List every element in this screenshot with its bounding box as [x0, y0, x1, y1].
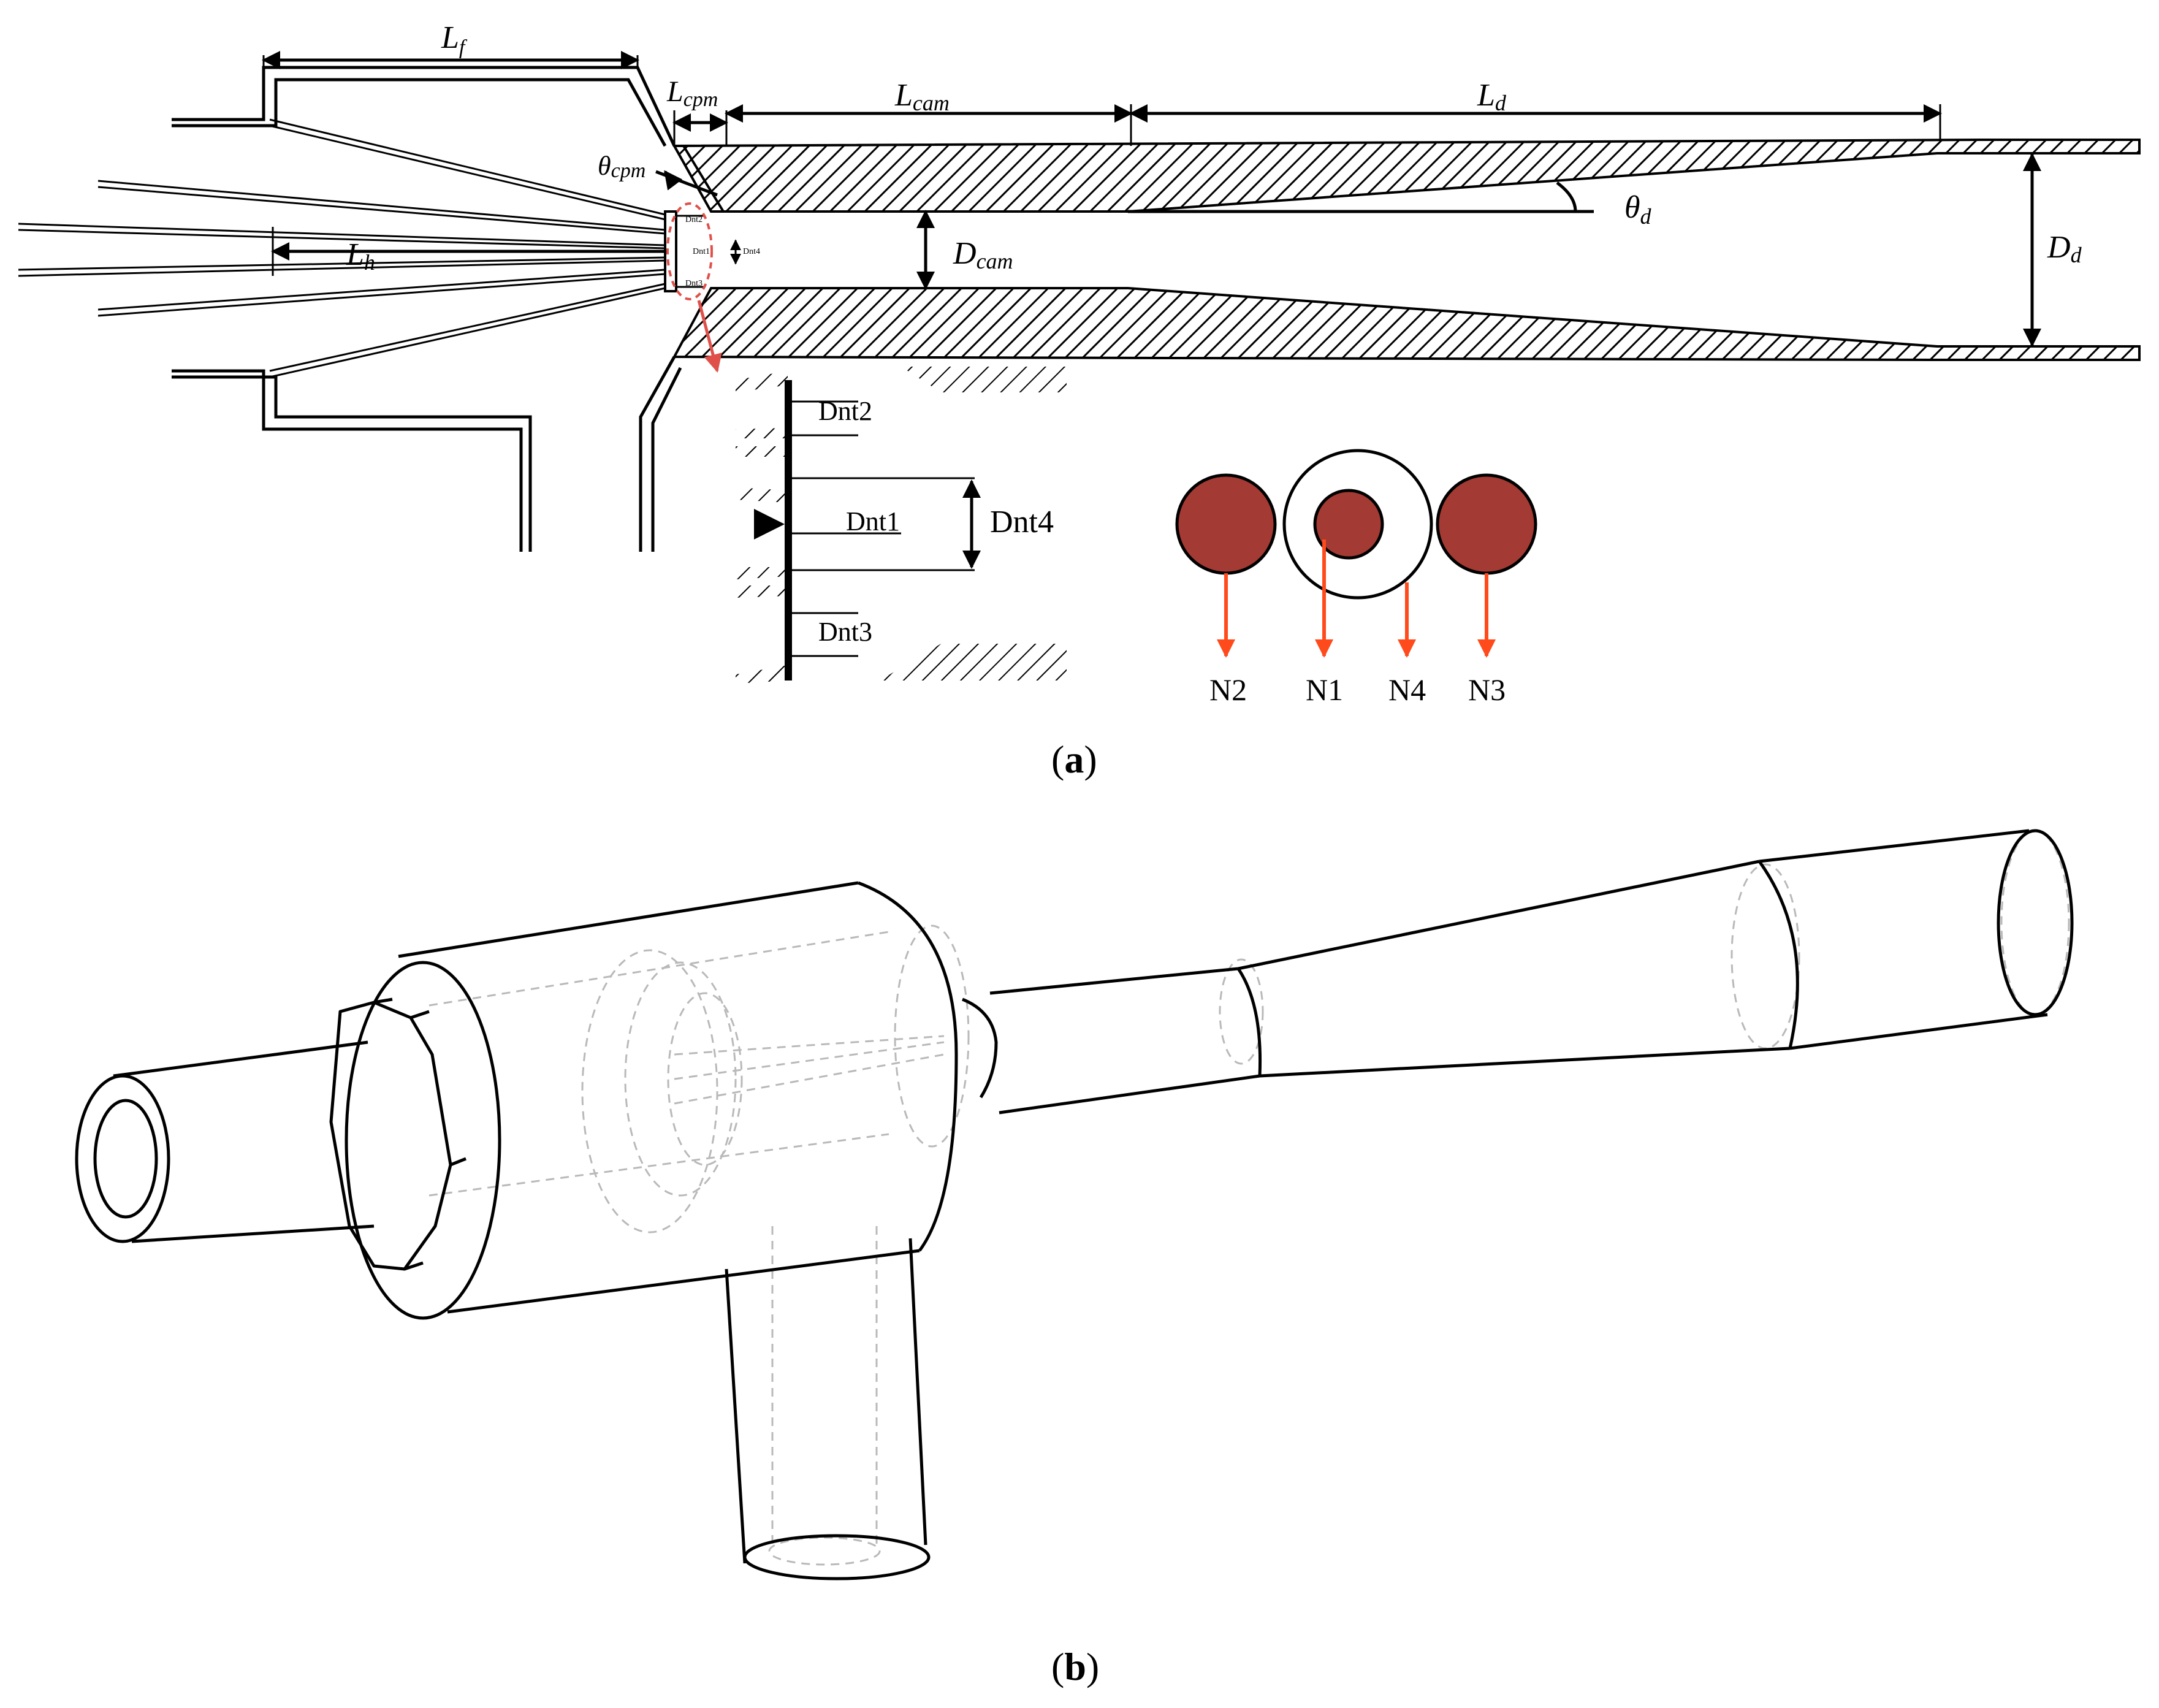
nozzle-label-n4: N4 [1388, 673, 1426, 707]
nozzle-label-n3: N3 [1468, 673, 1506, 707]
panel-label-b: (b) [1051, 1645, 1099, 1688]
nozzle-n1-circle [1313, 489, 1384, 560]
mixing-chamber-pipe [962, 967, 1262, 1115]
tiny-label-dnt4: Dnt4 [743, 247, 760, 256]
nozzle-callout [666, 202, 722, 373]
nozzle-detail: Dnt2 Dnt1 Dnt3 Dnt4 [736, 367, 1067, 684]
label-dcam: Dcam [953, 236, 1013, 273]
suction-chamber-body [345, 881, 958, 1320]
label-dd: Dd [2047, 230, 2082, 267]
panel-b-3d-model: (b) [75, 829, 2074, 1688]
nozzle-n2-circle [1175, 473, 1277, 575]
tiny-label-dnt3: Dnt3 [685, 279, 703, 288]
nozzle-n3-circle [1436, 473, 1537, 575]
dimension-lines [262, 51, 2041, 347]
tiny-label-dnt1: Dnt1 [693, 247, 710, 256]
nozzle-label-n1: N1 [1306, 673, 1343, 707]
ejector-walls [672, 139, 2141, 361]
label-lcam: Lcam [894, 78, 950, 115]
suction-chamber [172, 66, 682, 552]
nozzle-arrangement-map: N2 N1 N4 N3 [1175, 449, 1537, 707]
hidden-lines [428, 829, 2070, 1566]
label-theta-d: θd [1624, 190, 1652, 229]
label-lcpm: Lcpm [666, 75, 718, 111]
label-lh: Lh [346, 237, 375, 275]
label-lf: Lf [441, 20, 468, 59]
outlet-pipe-face [1997, 829, 2074, 1016]
primary-nozzle-tubes [18, 118, 705, 378]
hex-nut [329, 997, 466, 1271]
nozzle-label-n2: N2 [1209, 673, 1247, 707]
panel-label-a: (a) [1051, 738, 1097, 781]
nozzle-tiny-labels: Dnt2 Dnt1 Dnt3 Dnt4 [685, 215, 760, 288]
panel-a-cross-section: Dnt2 Dnt1 Dnt3 Dnt4 [18, 20, 2141, 781]
detail-label-dnt3: Dnt3 [818, 617, 872, 647]
detail-label-dnt2: Dnt2 [818, 396, 872, 426]
tiny-label-dnt2: Dnt2 [685, 215, 703, 224]
detail-label-dnt4: Dnt4 [990, 505, 1054, 539]
inlet-pipe [75, 1040, 375, 1243]
label-ld: Ld [1477, 78, 1507, 115]
diffuser [1238, 829, 2074, 1078]
detail-label-dnt1: Dnt1 [846, 506, 900, 536]
dimension-labels: Lf Lcpm Lcam Ld Lh θcpm θd Dcam Dd [346, 20, 2082, 275]
label-theta-cpm: θcpm [598, 151, 645, 182]
side-inlet-pipe [725, 1238, 931, 1580]
